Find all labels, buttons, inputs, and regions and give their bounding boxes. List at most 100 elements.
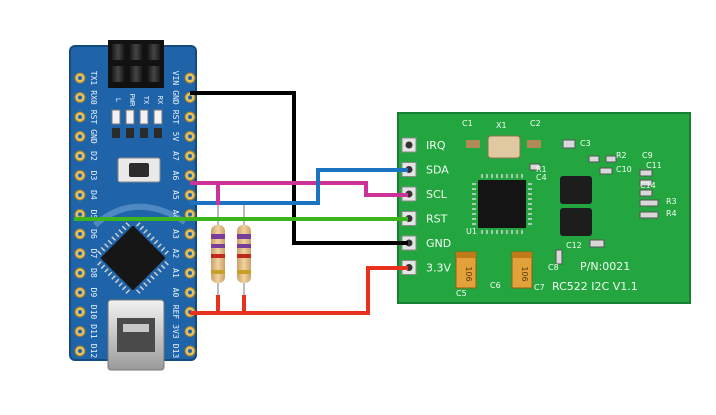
nano-pin-label: A0 <box>171 288 180 298</box>
rc522-component-label: C12 <box>566 241 582 250</box>
rc522-component-label: C14 <box>640 181 656 190</box>
rc522-component-label: C7 <box>534 283 545 292</box>
nano-pin-hole-center <box>188 290 192 295</box>
wire-3v3-red <box>190 266 408 315</box>
wire-scl-magenta <box>190 181 408 197</box>
rc522-component-label: X1 <box>496 121 507 130</box>
smd-component <box>639 179 653 187</box>
rc522-pin-label: IRQ <box>426 139 446 152</box>
led-label: TX <box>142 96 150 105</box>
nano-pin-holes <box>74 72 196 357</box>
nano-pin-label: RST <box>89 110 98 125</box>
nano-pin-hole-center <box>78 349 82 353</box>
nano-pin-label: D6 <box>89 229 98 239</box>
rc522-component-label: C5 <box>456 289 467 298</box>
smd-component <box>588 155 600 163</box>
nano-pin-label: D12 <box>89 344 98 359</box>
rc522-pin-label: SDA <box>426 164 449 177</box>
nano-pin-hole-center <box>78 115 82 119</box>
rc522-pin-pads <box>401 137 417 275</box>
nano-pin-hole-center <box>78 193 82 197</box>
inductor-bottom <box>560 208 592 236</box>
nano-pin-hole-center <box>188 154 192 158</box>
tantalum-capacitors: 106 106 <box>455 251 533 289</box>
status-led <box>139 109 149 125</box>
resistor-1 <box>211 225 225 283</box>
nano-pin-hole-center <box>78 154 82 158</box>
nano-pin-label: 5V <box>171 132 180 142</box>
cap-c1 <box>466 140 480 148</box>
nano-pin-label: A6 <box>171 171 180 181</box>
nano-pin-label: GND <box>89 129 98 144</box>
rc522-component-label: U1 <box>466 227 477 236</box>
smd-component <box>589 239 605 248</box>
nano-pin-hole-center <box>78 329 82 334</box>
nano-pin-hole-center <box>188 349 192 353</box>
led-label: L <box>114 98 122 102</box>
rc522-smd-parts <box>529 139 659 265</box>
nano-pin-label: 3V3 <box>171 324 180 339</box>
nfc-ic-u1 <box>472 174 532 234</box>
rc522-component-label: C10 <box>616 165 632 174</box>
nano-pin-label: RX0 <box>89 90 98 105</box>
rc522-component-label: C1 <box>462 119 473 128</box>
nano-pin-label: D4 <box>89 190 98 200</box>
inductor-top <box>560 176 592 204</box>
module-model-label: RC522 I2C V1.1 <box>552 280 638 293</box>
rc522-component-label: C11 <box>646 161 662 170</box>
nano-pin-hole-center <box>188 95 192 100</box>
nano-pin-label: VIN <box>171 71 180 86</box>
nano-pin-label: D9 <box>89 288 98 298</box>
nano-pin-hole-center <box>188 115 192 119</box>
reset-button <box>117 157 161 183</box>
part-number-label: P/N:0021 <box>580 260 630 273</box>
status-led <box>111 109 121 125</box>
status-led <box>153 109 163 125</box>
wire-sda-blue <box>190 168 408 205</box>
nano-pin-label: D13 <box>171 344 180 359</box>
smd-component <box>605 155 617 163</box>
nano-pin-label: A3 <box>171 229 180 239</box>
nano-pin-label: D3 <box>89 171 98 181</box>
atmega-chip <box>97 222 169 294</box>
led-label: RX <box>156 96 164 105</box>
nano-pin-hole-center <box>188 251 192 256</box>
smd-component <box>529 163 541 171</box>
pullup-resistors <box>211 205 251 313</box>
cap-marking-2: 106 <box>520 266 529 281</box>
nano-pin-hole-center <box>78 95 82 100</box>
smd-component <box>639 169 653 177</box>
rc522-pin-label: RST <box>426 213 448 226</box>
led-resistor <box>140 128 148 138</box>
nano-pin-hole-center <box>188 212 192 217</box>
nano-pin-hole-center <box>78 173 82 178</box>
nano-pin-label: A4 <box>171 210 180 220</box>
nano-pin-hole-center <box>78 232 82 236</box>
rc522-component-label: C6 <box>490 281 501 290</box>
rc522-component-label: C3 <box>580 139 591 148</box>
nano-pin-hole-center <box>78 290 82 295</box>
rc522-component-label: R1 <box>536 165 547 174</box>
nano-pin-label: D2 <box>89 151 98 161</box>
crystal-x1 <box>487 135 521 159</box>
nano-pin-label: D5 <box>89 210 98 220</box>
nano-pin-label: A1 <box>171 268 180 278</box>
rc522-pin-hole <box>405 141 413 149</box>
rc522-pin-label: GND <box>426 237 451 250</box>
nano-pin-hole-center <box>78 310 82 314</box>
nano-pin-hole-center <box>188 76 192 80</box>
nano-pin-hole-center <box>78 76 82 80</box>
rc522-component-label: C9 <box>642 151 653 160</box>
smd-component <box>639 211 659 219</box>
nano-pin-label: GND <box>171 90 180 105</box>
rc522-component-label: R2 <box>616 151 627 160</box>
wire-gnd-black <box>190 91 408 245</box>
cap-c2 <box>527 140 541 148</box>
nano-pin-label: D7 <box>89 249 98 259</box>
